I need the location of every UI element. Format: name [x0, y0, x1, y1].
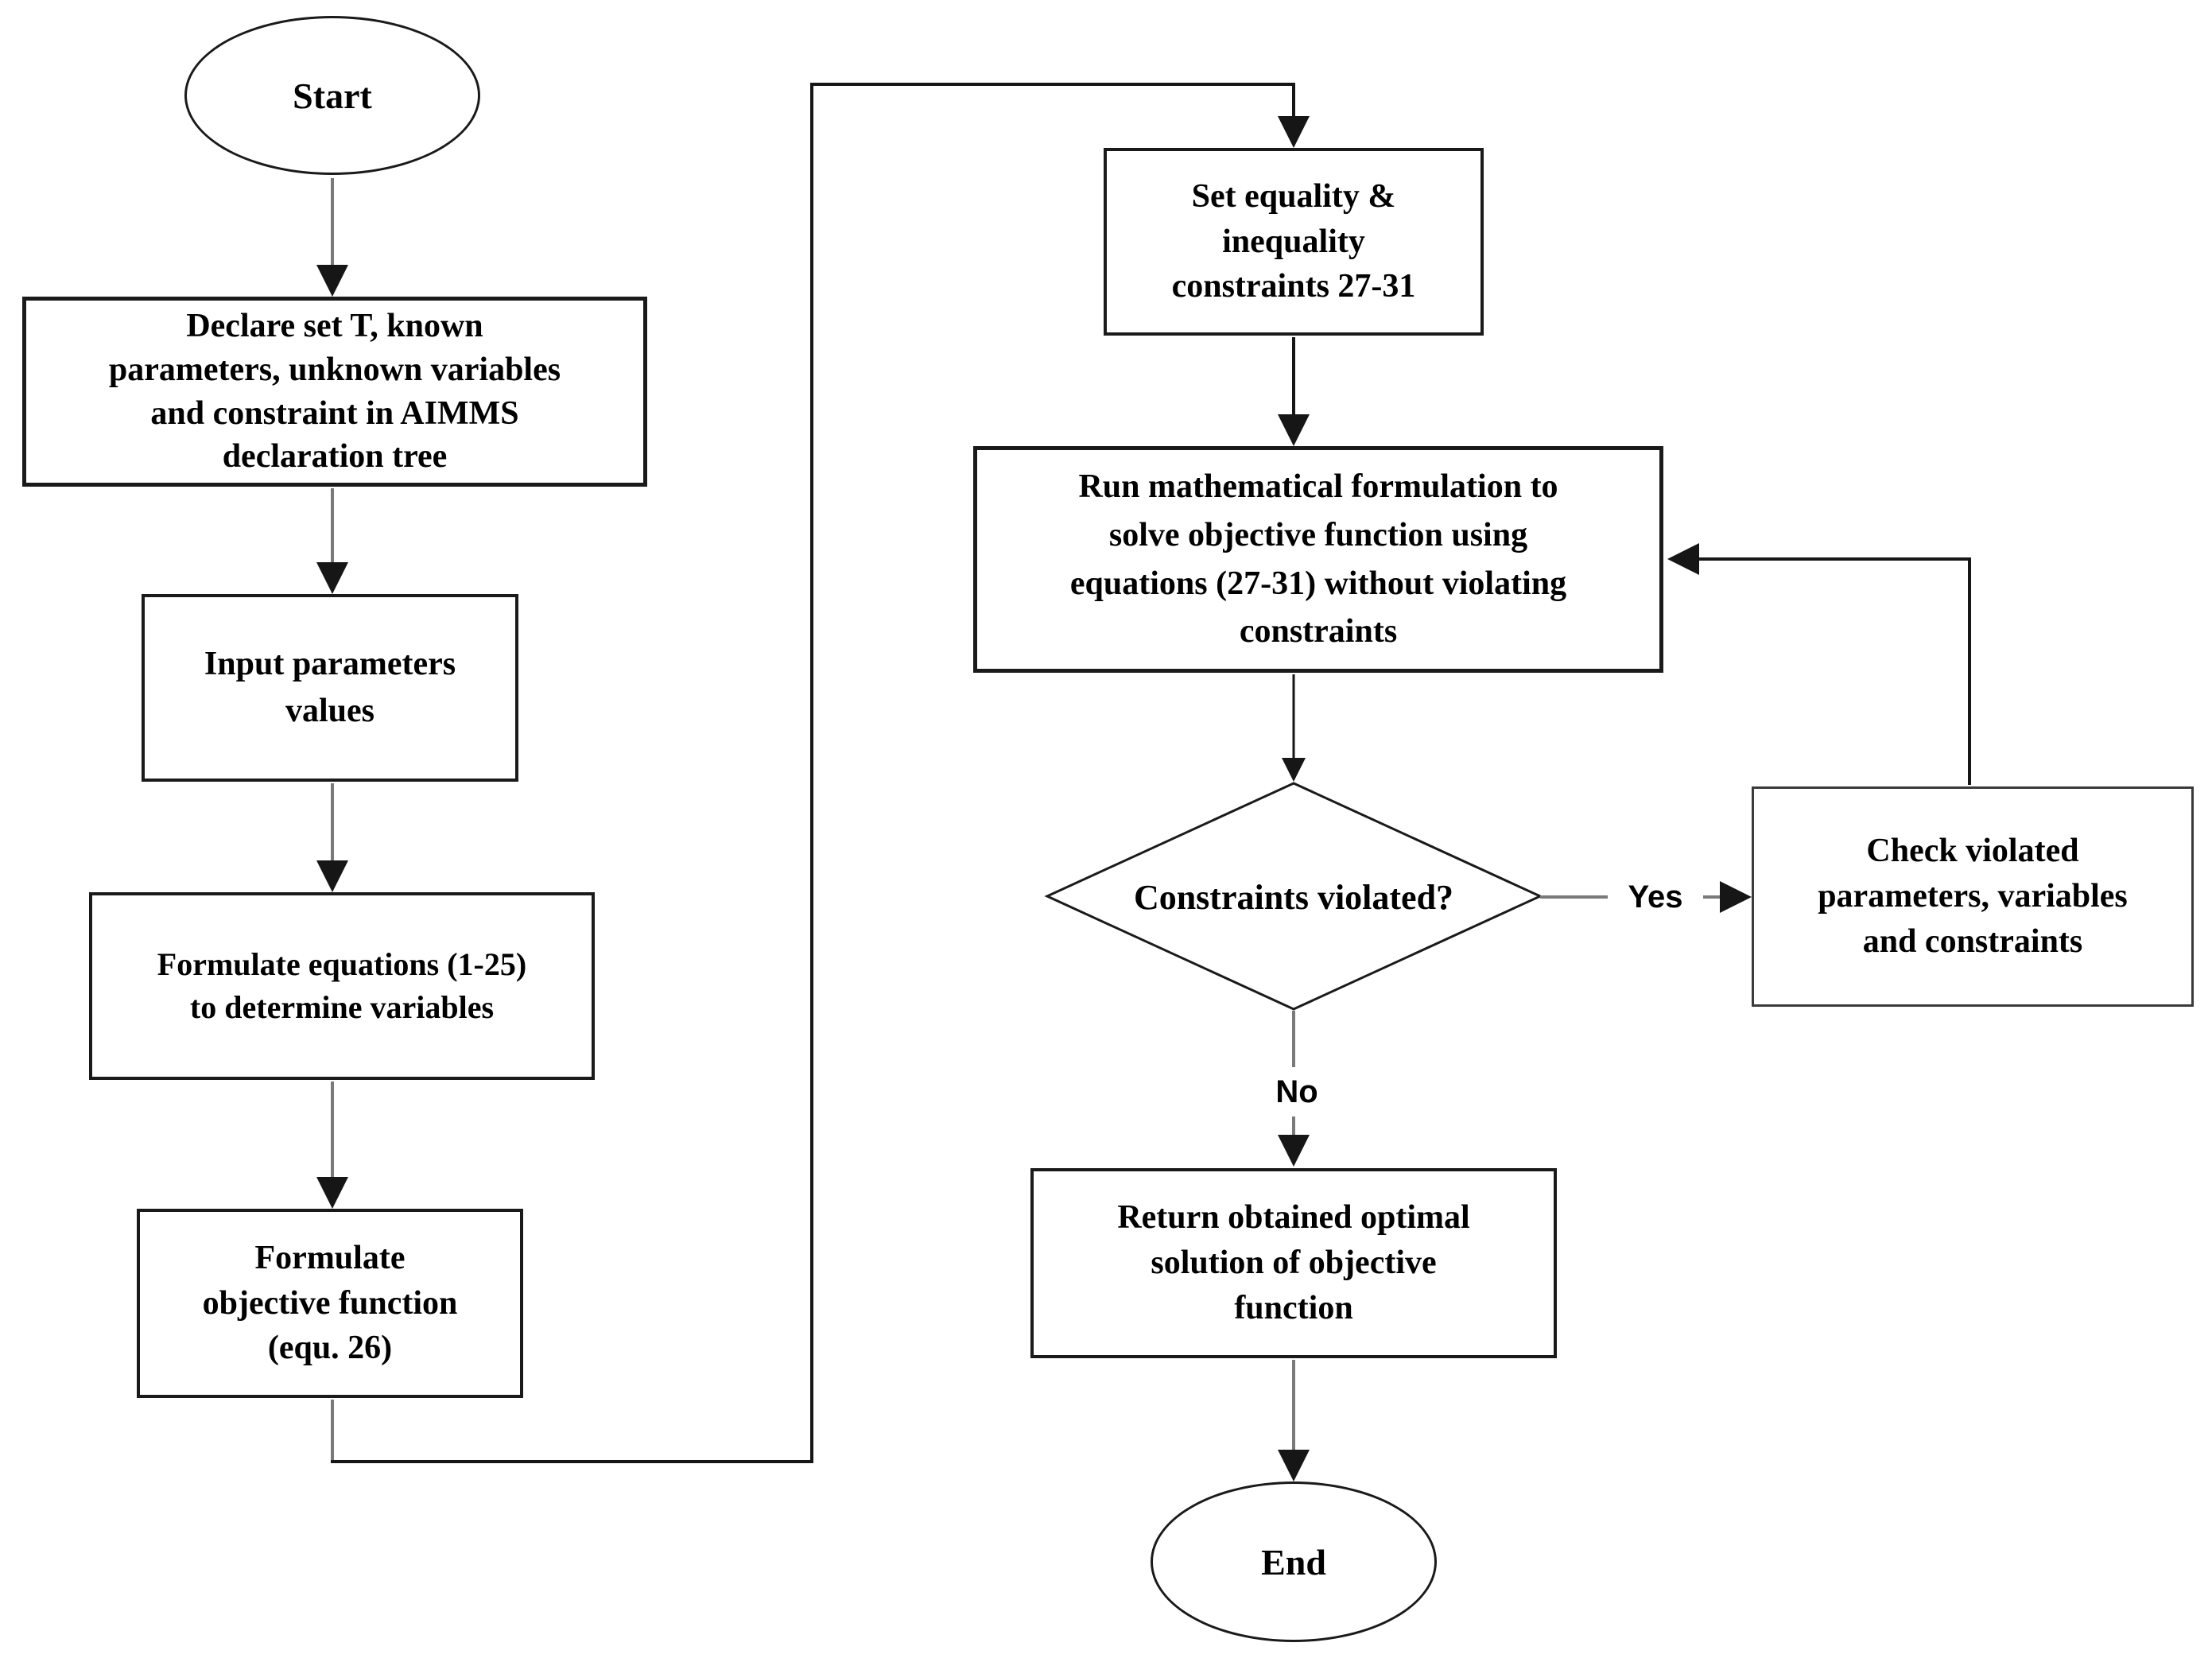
start-terminator: Start [184, 16, 480, 175]
edge-label-yes: Yes [1608, 872, 1703, 922]
formulate-equations-step: Formulate equations (1-25) to determine … [89, 892, 595, 1080]
edge-label-no: No [1255, 1067, 1338, 1116]
run-formulation-step: Run mathematical formulation to solve ob… [973, 446, 1663, 673]
set-constraints-label: Set equality & inequality constraints 27… [1171, 177, 1416, 305]
return-solution-label: Return obtained optimal solution of obje… [1117, 1199, 1470, 1326]
formulate-equations-label: Formulate equations (1-25) to determine … [157, 946, 527, 1025]
input-parameters-label: Input parameters values [204, 646, 456, 729]
start-label: Start [293, 75, 372, 116]
constraints-violated-decision: Constraints violated? [1071, 873, 1516, 921]
edge-check-run-feedback [1667, 543, 1971, 785]
formulate-objective-step: Formulate objective function (equ. 26) [137, 1209, 523, 1398]
edge-objective-set-rail [331, 83, 1310, 1463]
declare-label: Declare set T, known parameters, unknown… [108, 308, 561, 476]
return-solution-step: Return obtained optimal solution of obje… [1030, 1168, 1557, 1358]
set-constraints-step: Set equality & inequality constraints 27… [1104, 148, 1484, 336]
declare-step: Declare set T, known parameters, unknown… [22, 297, 647, 487]
check-violated-label: Check violated parameters, variables and… [1818, 833, 2128, 960]
constraints-violated-label: Constraints violated? [1133, 877, 1454, 917]
end-terminator: End [1151, 1481, 1437, 1642]
check-violated-step: Check violated parameters, variables and… [1752, 786, 2194, 1007]
run-formulation-label: Run mathematical formulation to solve ob… [1069, 468, 1567, 650]
input-parameters-step: Input parameters values [142, 594, 518, 782]
decision-diamond-shape [1044, 782, 1543, 1011]
formulate-objective-label: Formulate objective function (equ. 26) [202, 1239, 458, 1367]
end-label: End [1261, 1541, 1326, 1582]
